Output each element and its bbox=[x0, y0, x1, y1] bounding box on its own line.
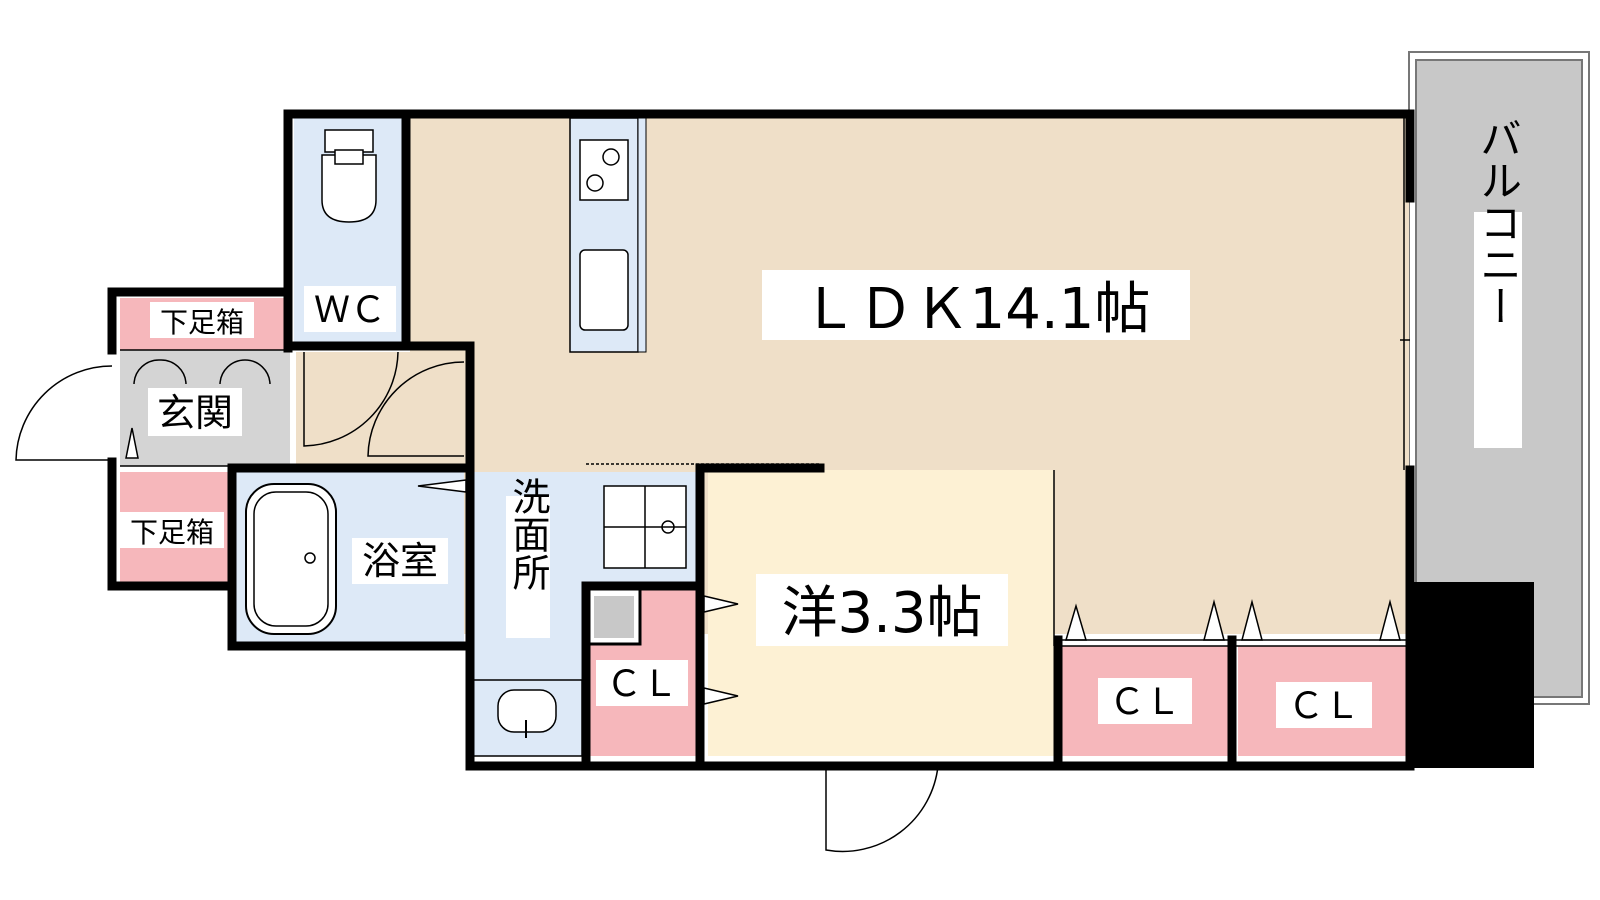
shoe-box-lower-label: 下足箱 bbox=[130, 516, 214, 549]
wall-pillar bbox=[1410, 582, 1534, 768]
shoe-box-upper-label: 下足箱 bbox=[160, 306, 244, 339]
stove-icon bbox=[579, 139, 629, 201]
kitchen-counter bbox=[569, 117, 647, 353]
washroom-label: 洗面所 bbox=[506, 477, 550, 591]
ldk-label: ＬＤＫ14.1帖 bbox=[802, 277, 1151, 342]
western-label: 洋3.3帖 bbox=[781, 581, 982, 646]
balcony-label: バルコニー bbox=[1474, 117, 1523, 327]
western-label-bg bbox=[756, 574, 1008, 646]
walls bbox=[107, 109, 1415, 771]
ldk-label-bg bbox=[762, 270, 1190, 340]
bath-label: 浴室 bbox=[362, 539, 438, 583]
entrance-label: 玄関 bbox=[157, 391, 233, 435]
kitchen-sink-icon bbox=[579, 249, 629, 331]
bathtub-icon bbox=[245, 483, 337, 635]
entrance-label-bg bbox=[148, 388, 242, 436]
door-swings bbox=[15, 351, 939, 853]
closet-right-label: ＣＬ bbox=[1288, 686, 1360, 727]
toilet-icon bbox=[321, 129, 377, 223]
bath-area bbox=[236, 472, 464, 642]
closet-mid-label: ＣＬ bbox=[1109, 682, 1181, 723]
wc-label-bg bbox=[304, 286, 396, 332]
small-closet-label: ＣＬ bbox=[606, 664, 678, 705]
wc-label: ＷＣ bbox=[314, 290, 386, 331]
